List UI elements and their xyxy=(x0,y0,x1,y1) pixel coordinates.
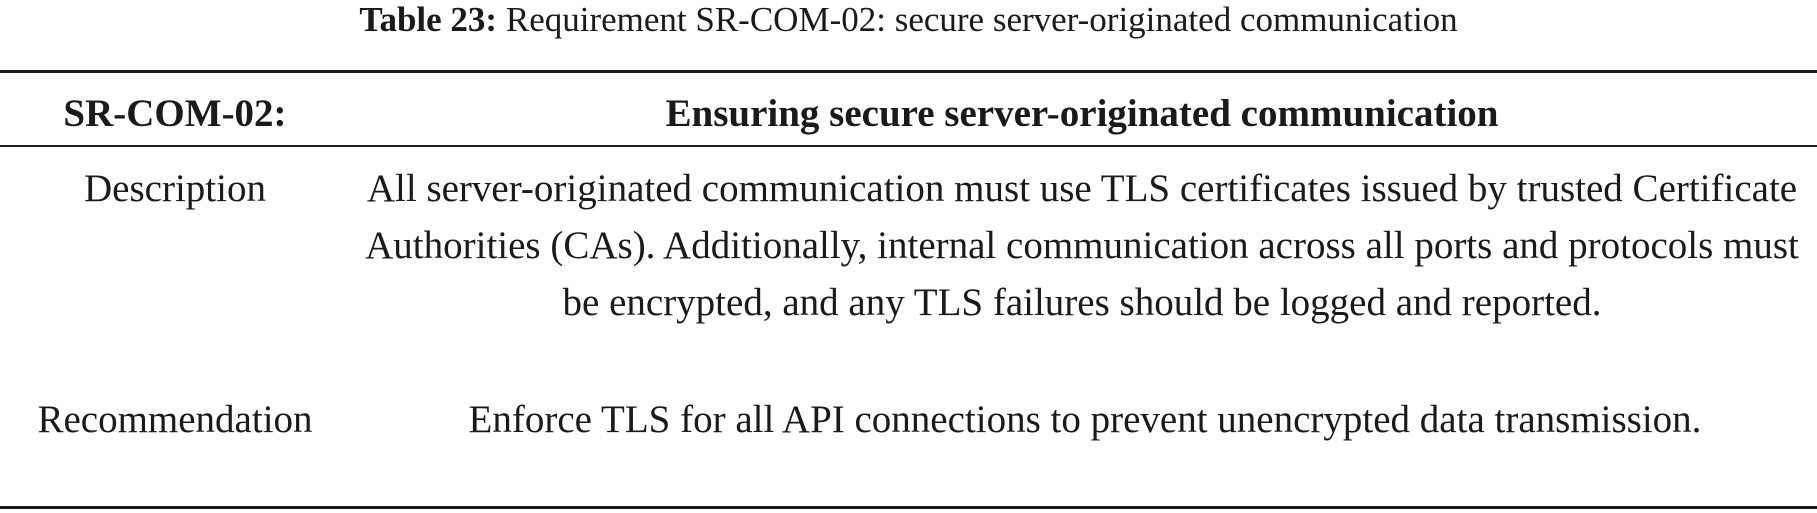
row-label-recommendation: Recommendation xyxy=(37,398,313,441)
table-caption: Table 23: Requirement SR-COM-02: secure … xyxy=(0,0,1817,40)
table-header-rule xyxy=(0,145,1817,147)
requirement-id: SR-COM-02: xyxy=(63,92,287,135)
table-caption-label: Table 23: xyxy=(359,0,498,39)
row-value-recommendation: Enforce TLS for all API connections to p… xyxy=(468,398,1702,441)
requirement-title: Ensuring secure server-originated commun… xyxy=(665,92,1499,135)
table-row: Recommendation Enforce TLS for all API c… xyxy=(0,391,1817,507)
table-bottom-rule xyxy=(0,506,1817,509)
table-header-row: SR-COM-02: Ensuring secure server-origin… xyxy=(0,85,1817,143)
table-row: Description All server-originated commun… xyxy=(0,160,1817,392)
row-value-description: All server-originated communication must… xyxy=(365,167,1799,324)
table-caption-text: Requirement SR-COM-02: secure server-ori… xyxy=(505,0,1458,39)
table-top-rule xyxy=(0,70,1817,73)
row-label-description: Description xyxy=(84,167,266,210)
